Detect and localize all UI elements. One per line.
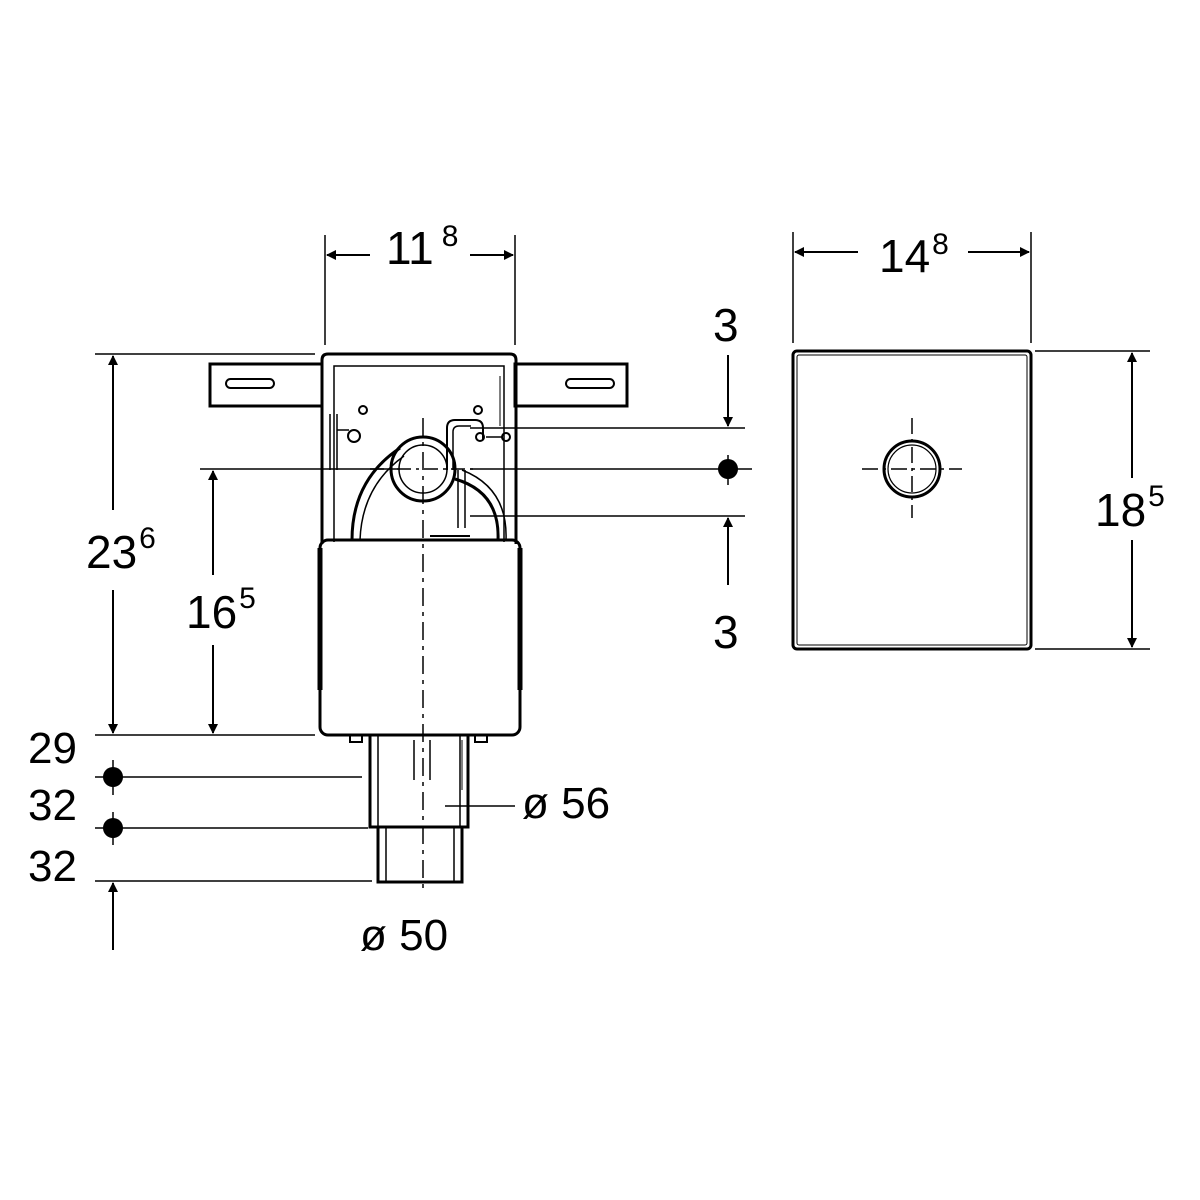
dim-seg-3: 32 xyxy=(28,842,77,891)
dim-seg-2: 32 xyxy=(28,781,77,830)
dim-cover-width: 148 xyxy=(879,228,949,282)
dim-pipe-upper: ø 56 xyxy=(522,779,610,828)
drain-pipe-50 xyxy=(376,825,464,884)
dimension-dot xyxy=(718,459,738,479)
dim-offset-bottom: 3 xyxy=(713,606,739,658)
dim-offset-top: 3 xyxy=(713,299,739,351)
dim-cover-height: 185 xyxy=(1095,480,1165,536)
cover-plate xyxy=(791,349,1033,651)
drain-pipe-56 xyxy=(368,733,470,829)
mounting-bracket-right xyxy=(513,362,629,408)
dim-pipe-lower: ø 50 xyxy=(360,911,448,960)
dimension-dot xyxy=(103,818,123,838)
dimension-dot xyxy=(103,767,123,787)
dim-total-height: 236 xyxy=(86,522,156,578)
installation-box xyxy=(208,352,629,890)
dim-center-height: 165 xyxy=(186,582,256,638)
dim-seg-1: 29 xyxy=(28,724,77,773)
